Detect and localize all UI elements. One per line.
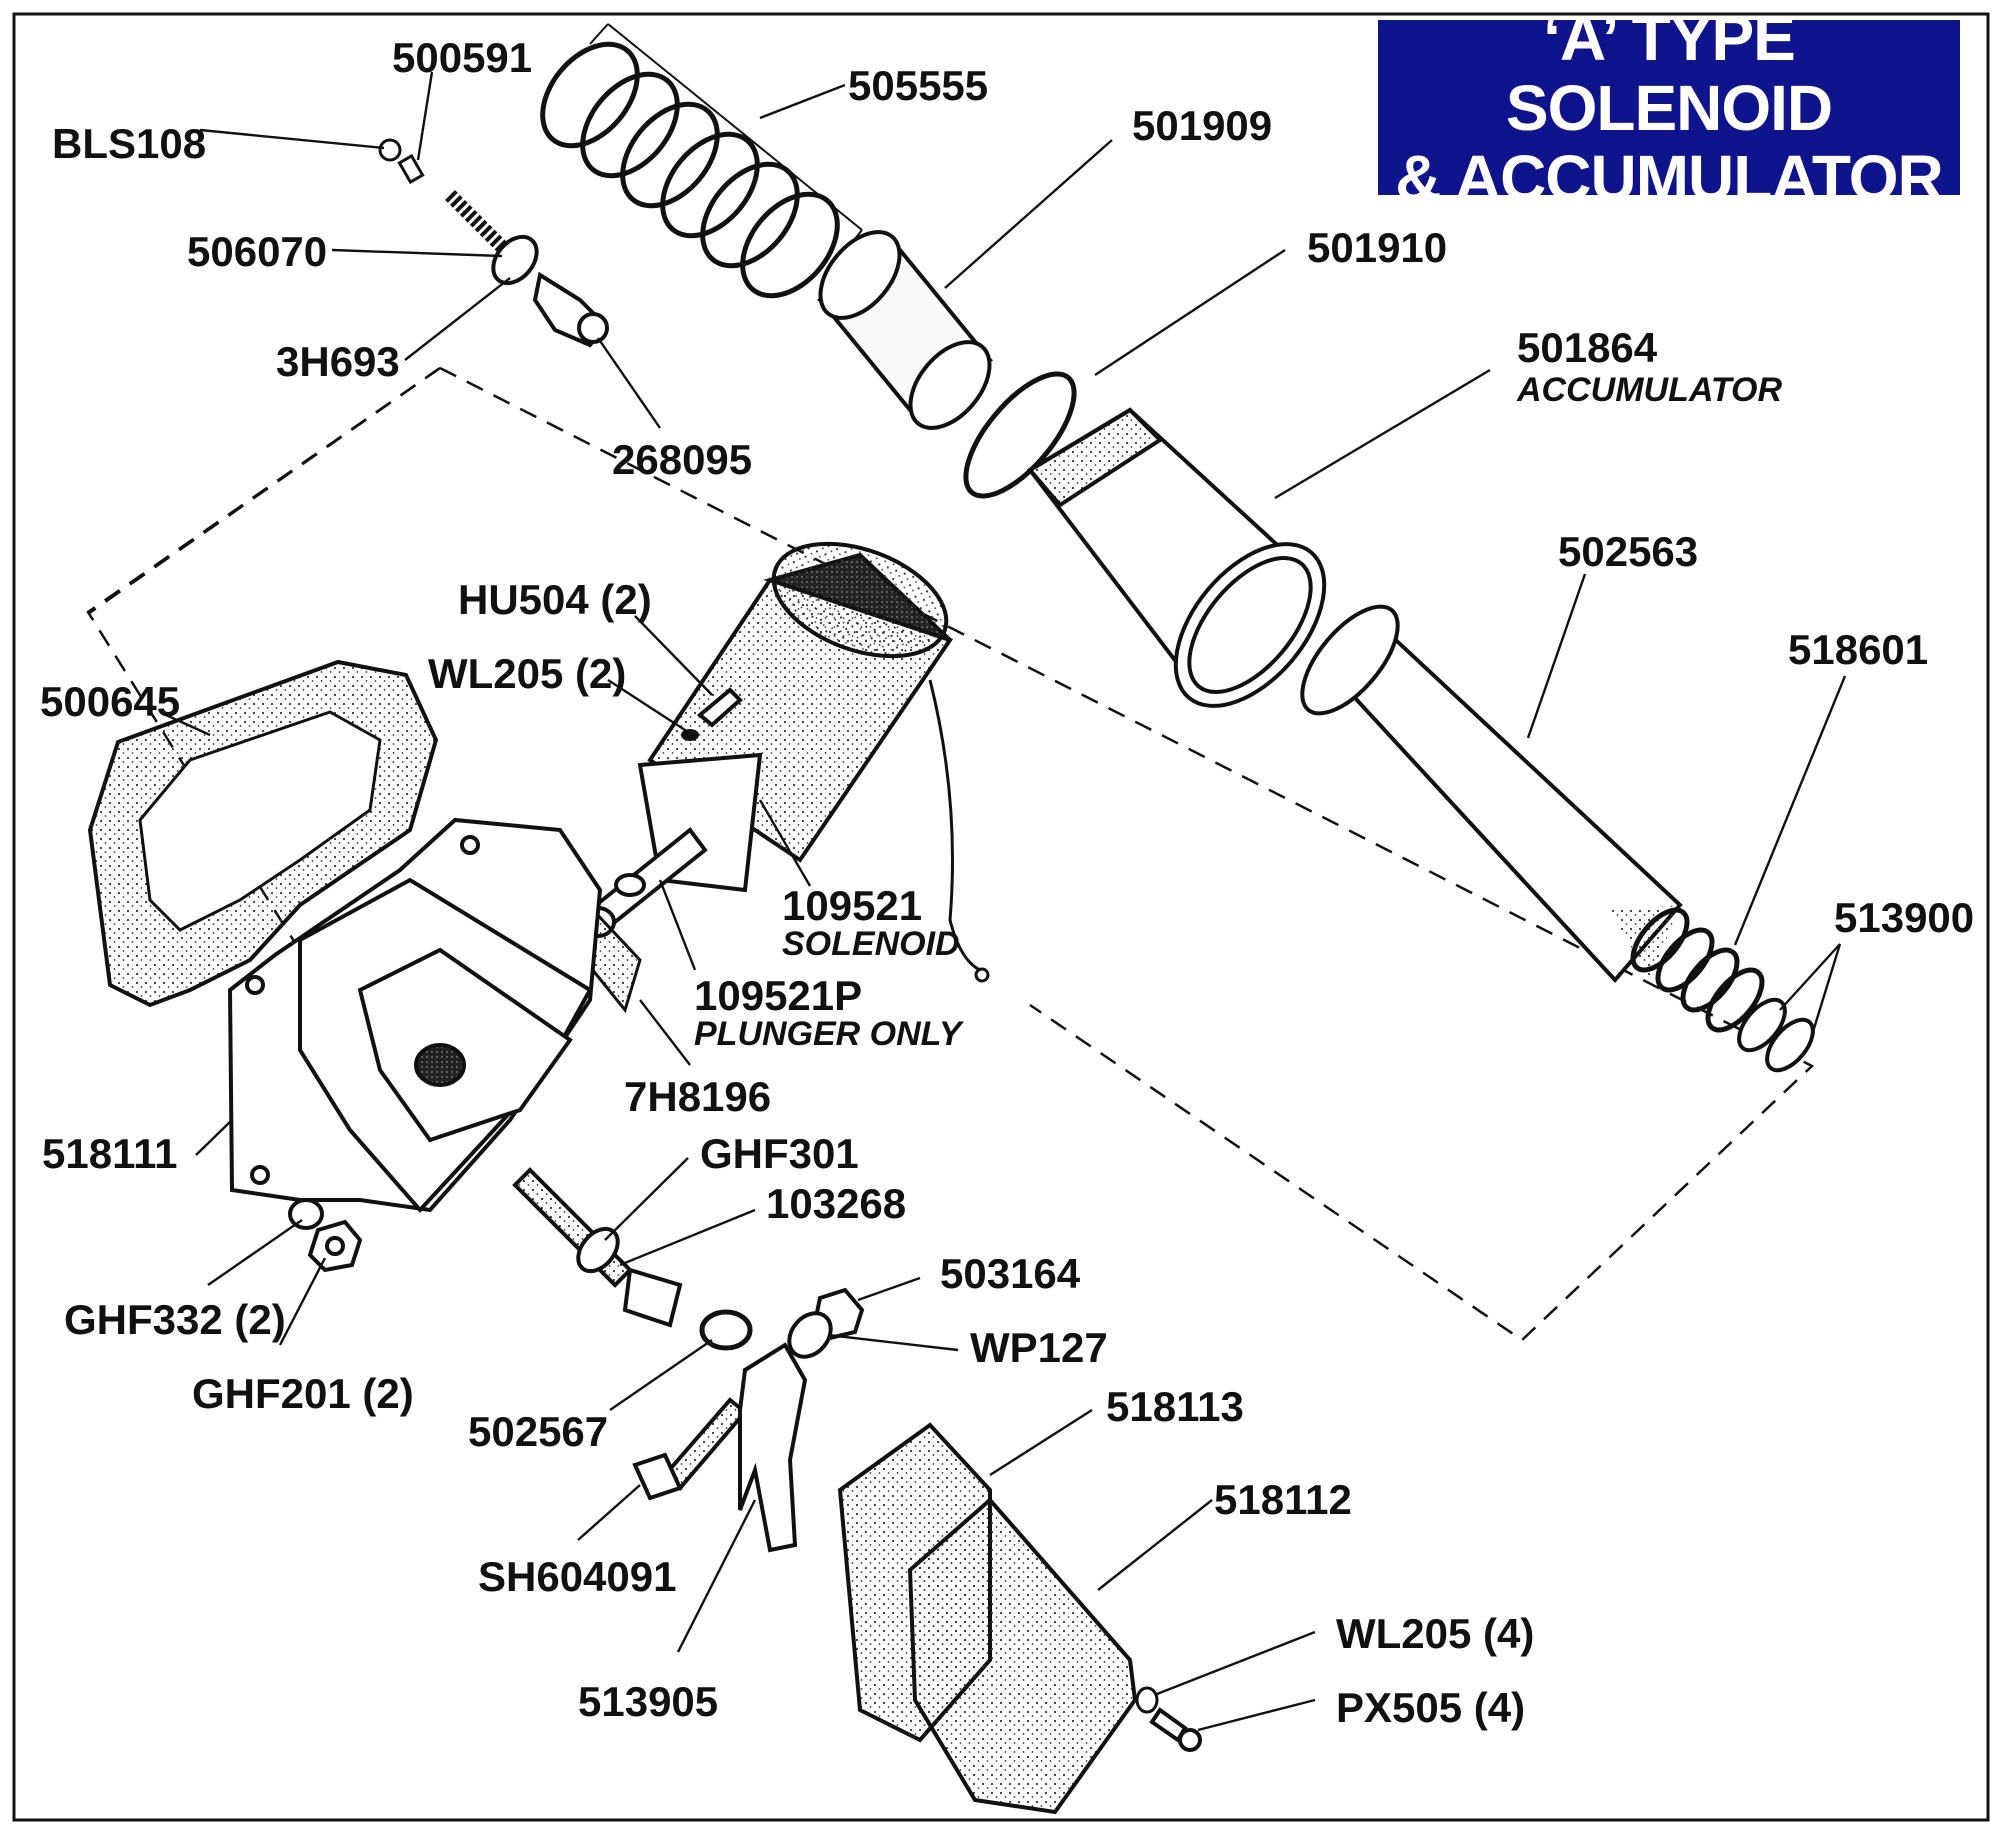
diagram-title-box: ‘A’ TYPE SOLENOID & ACCUMULATOR (1378, 3, 1960, 213)
label-513905: 513905 (578, 1678, 719, 1725)
label-hu504: HU504 (2) (458, 576, 652, 623)
label-513900: 513900 (1834, 894, 1975, 941)
washer-3h693 (491, 234, 539, 286)
diagram-title-line-2: & ACCUMULATOR (1395, 141, 1944, 214)
label-109521-sub: SOLENOID (782, 925, 960, 963)
sleeve-501909 (817, 230, 993, 430)
bolt-hu504 (696, 687, 743, 728)
label-px505: PX505 (4) (1336, 1684, 1526, 1731)
label-wl205-2: WL205 (2) (428, 650, 627, 697)
pin-500591 (397, 153, 425, 185)
spring-bracket-end-a (589, 23, 609, 45)
label-503164: 503164 (940, 1250, 1081, 1297)
washer-wl205-b (1135, 1686, 1159, 1714)
gasket-cutout (138, 710, 382, 932)
o-ring-501910 (963, 371, 1077, 499)
label-505555: 505555 (848, 62, 989, 109)
accumulator-501864 (1026, 407, 1327, 708)
nut-ghf201 (307, 1219, 363, 1273)
label-501909: 501909 (1132, 102, 1273, 149)
leader-lines (165, 71, 1847, 1732)
label-bls108: BLS108 (52, 120, 207, 167)
label-wl205-4: WL205 (4) (1336, 1610, 1535, 1657)
screw-px505 (1149, 1707, 1202, 1752)
label-103268: 103268 (766, 1180, 907, 1227)
label-501864: 501864 (1517, 324, 1658, 371)
label-518113: 518113 (1106, 1383, 1244, 1430)
diagram-border (12, 12, 1990, 1822)
label-500645: 500645 (40, 678, 181, 725)
washer-wl205-a (681, 729, 699, 741)
plug-268095 (532, 271, 609, 348)
spring-506070 (445, 190, 510, 255)
ball-bls108 (378, 138, 402, 162)
label-sh604091: SH604091 (478, 1553, 677, 1600)
washer-502567 (699, 1309, 753, 1351)
label-109521p: 109521P (694, 972, 863, 1019)
diagram-title-line-1: ‘A’ TYPE SOLENOID (1505, 1, 1833, 144)
spring-518601 (1630, 907, 1765, 1033)
label-ghf332: GHF332 (2) (64, 1296, 286, 1343)
label-518601: 518601 (1788, 626, 1929, 673)
label-ghf301: GHF301 (700, 1130, 859, 1177)
cover-518112 (907, 1497, 1138, 1815)
label-wp127: WP127 (970, 1324, 1108, 1371)
lever-513905 (738, 1342, 808, 1553)
label-502563: 502563 (1558, 528, 1699, 575)
label-ghf201: GHF201 (2) (192, 1370, 414, 1417)
label-268095: 268095 (612, 436, 753, 483)
label-501910: 501910 (1307, 224, 1448, 271)
spring-505555 (540, 41, 840, 299)
label-501864-sub: ACCUMULATOR (1517, 371, 1783, 409)
piston-502563 (1300, 604, 1683, 984)
label-109521p-sub: PLUNGER ONLY (694, 1015, 962, 1053)
washers-513900 (1737, 997, 1815, 1073)
label-518112: 518112 (1214, 1476, 1352, 1523)
washer-ghf332 (288, 1198, 324, 1230)
housing-518111 (227, 817, 603, 1213)
label-500591: 500591 (392, 34, 533, 81)
assembly-outline-dashed-right (439, 366, 1815, 1342)
label-502567: 502567 (468, 1408, 609, 1455)
label-7h8196: 7H8196 (624, 1073, 772, 1120)
label-3h693: 3H693 (276, 338, 400, 385)
label-109521: 109521 (782, 882, 923, 929)
spring-bracket (607, 23, 863, 231)
label-518111: 518111 (42, 1130, 178, 1177)
bolt-sh604091 (632, 1397, 748, 1501)
washer-wp127 (787, 1311, 833, 1359)
label-506070: 506070 (187, 228, 328, 275)
